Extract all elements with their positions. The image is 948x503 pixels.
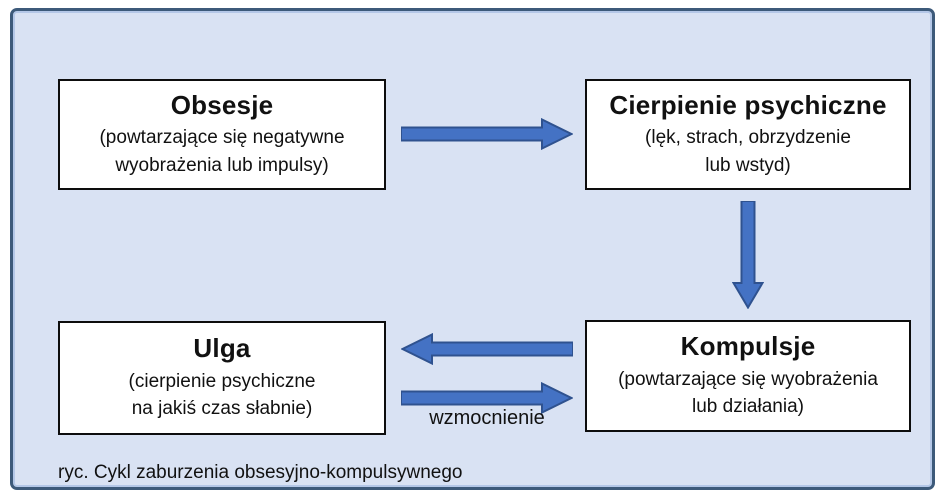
node-obsesje: Obsesje (powtarzające się negatywne wyob… <box>58 79 386 190</box>
arrow-right-ulga-to-kompulsje-icon <box>401 382 573 414</box>
node-kompulsje-subtitle-line2: lub działania) <box>692 396 804 418</box>
node-obsesje-title: Obsesje <box>170 89 274 120</box>
node-obsesje-subtitle-line2: wyobrażenia lub impulsy) <box>115 154 329 176</box>
node-ulga: Ulga (cierpienie psychiczne na jakiś cza… <box>58 321 386 435</box>
node-kompulsje: Kompulsje (powtarzające się wyobrażenia … <box>585 320 911 432</box>
node-ulga-subtitle-line2: na jakiś czas słabnie) <box>131 398 313 420</box>
node-obsesje-subtitle-line1: (powtarzające się negatywne <box>99 127 345 149</box>
arrow-left-kompulsje-to-ulga-icon <box>401 333 573 365</box>
node-kompulsje-title: Kompulsje <box>680 331 816 362</box>
node-ulga-title: Ulga <box>193 333 251 364</box>
diagram-frame: Obsesje (powtarzające się negatywne wyob… <box>10 8 935 490</box>
node-cierpienie-title: Cierpienie psychiczne <box>609 89 887 120</box>
node-obsesje-subtitle: (powtarzające się negatywne wyobrażenia … <box>99 124 344 179</box>
node-kompulsje-subtitle-line1: (powtarzające się wyobrażenia <box>618 368 878 390</box>
node-cierpienie-subtitle: (lęk, strach, obrzydzenie lub wstyd) <box>645 124 851 179</box>
figure-caption: ryc. Cykl zaburzenia obsesyjno-kompulsyw… <box>58 462 463 483</box>
node-ulga-subtitle-line1: (cierpienie psychiczne <box>128 370 316 392</box>
arrow-label-wzmocnienie: wzmocnienie <box>429 407 545 429</box>
node-cierpienie-subtitle-line1: (lęk, strach, obrzydzenie <box>645 127 851 149</box>
node-kompulsje-subtitle: (powtarzające się wyobrażenia lub działa… <box>618 366 878 421</box>
node-ulga-subtitle: (cierpienie psychiczne na jakiś czas sła… <box>129 368 316 423</box>
node-cierpienie-psychiczne: Cierpienie psychiczne (lęk, strach, obrz… <box>585 79 911 190</box>
arrow-down-cierpienie-to-kompulsje-icon <box>732 201 764 309</box>
arrow-right-obsesje-to-cierpienie-icon <box>401 118 573 150</box>
node-cierpienie-subtitle-line2: lub wstyd) <box>705 154 791 176</box>
